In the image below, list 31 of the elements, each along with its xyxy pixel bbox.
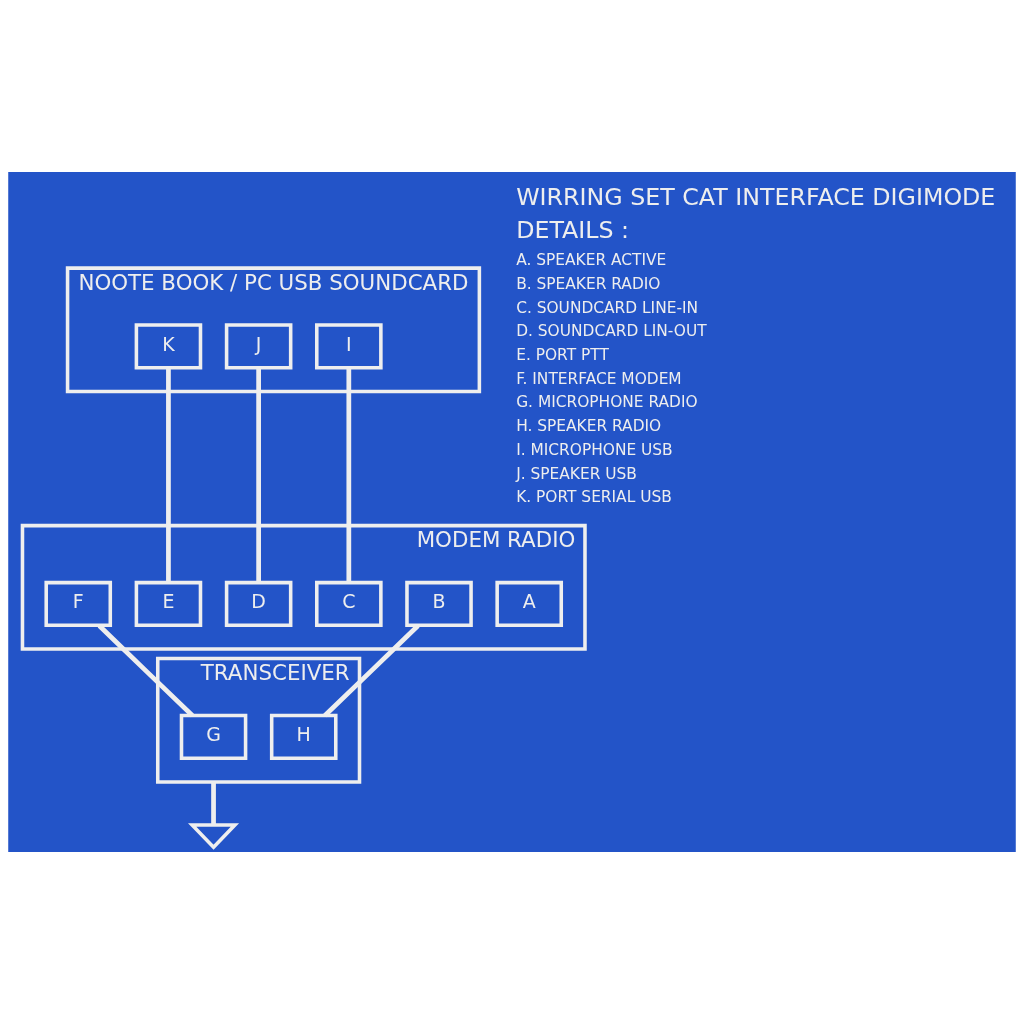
connector — [211, 782, 216, 825]
node-box: K — [134, 323, 203, 370]
label: I. MICROPHONE USB — [516, 440, 673, 459]
node-box: G — [179, 713, 248, 761]
connector — [323, 624, 420, 718]
node-antenna — [188, 823, 240, 850]
connector — [97, 624, 194, 718]
label: K. PORT SERIAL USB — [516, 488, 672, 507]
node-box: B — [405, 580, 473, 628]
label: WIRRING SET CAT INTERFACE DIGIMODE — [516, 183, 996, 212]
label: J. SPEAKER USB — [516, 464, 637, 483]
connector — [256, 368, 261, 583]
label: C. SOUNDCARD LINE-IN — [516, 298, 699, 317]
node-box: C — [315, 580, 383, 628]
label: E. PORT PTT — [516, 345, 609, 364]
node-box: J — [224, 323, 293, 370]
label: G. MICROPHONE RADIO — [516, 393, 698, 412]
label: A. SPEAKER ACTIVE — [516, 251, 667, 270]
node-box: A — [495, 580, 564, 628]
node-box: D — [224, 580, 293, 628]
node-box: H — [269, 713, 338, 761]
connector — [166, 368, 171, 583]
label: D. SOUNDCARD LIN-OUT — [516, 322, 707, 341]
node-box: E — [134, 580, 203, 628]
label: B. SPEAKER RADIO — [516, 274, 661, 293]
connector — [346, 368, 352, 583]
node-box: F — [44, 580, 113, 628]
node-box: I — [315, 323, 383, 370]
label: F. INTERFACE MODEM — [516, 369, 682, 388]
label: DETAILS : — [516, 216, 630, 245]
label: H. SPEAKER RADIO — [516, 417, 662, 436]
